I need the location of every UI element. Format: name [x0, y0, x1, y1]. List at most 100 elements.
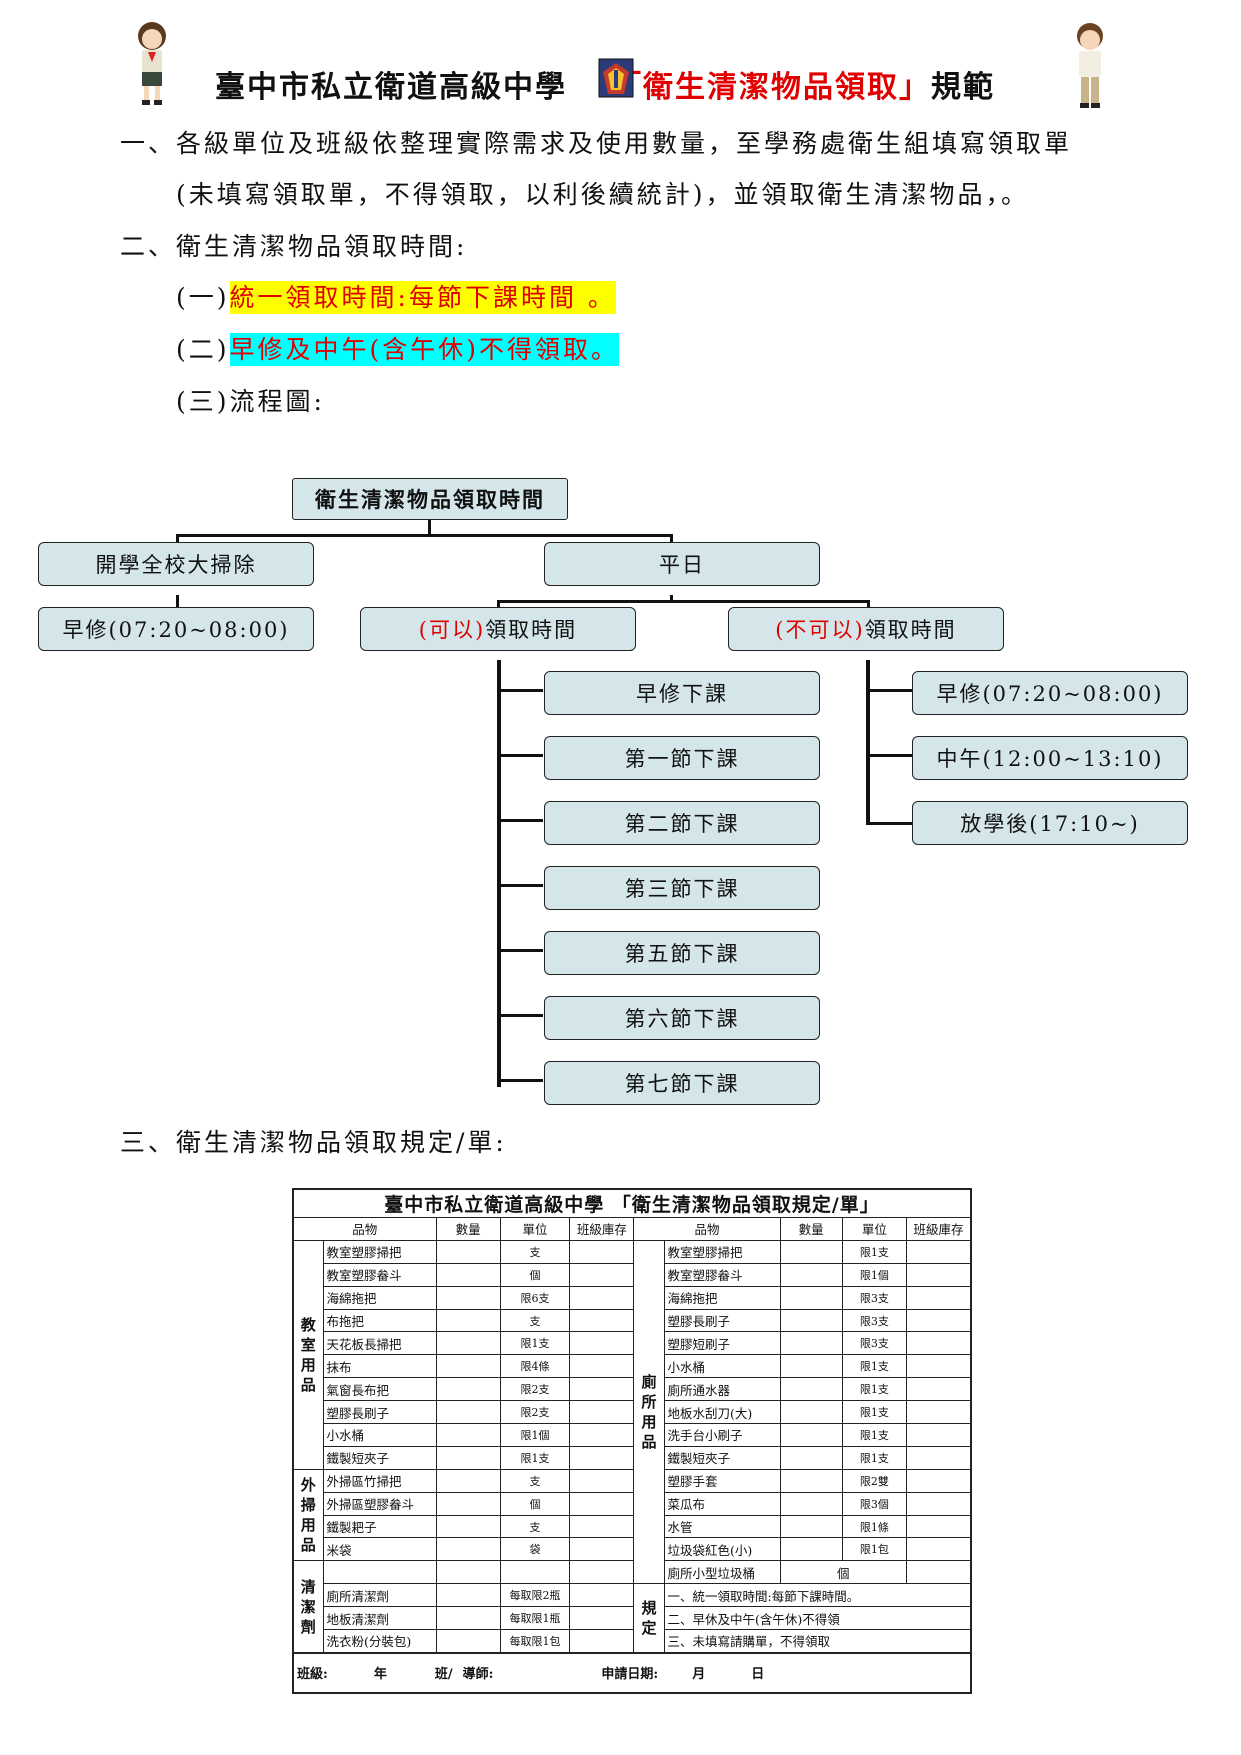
flow-branch-b: 平日 [544, 542, 820, 586]
connector [428, 517, 431, 537]
quantity-cell[interactable] [779, 1400, 843, 1425]
stock-cell[interactable] [906, 1308, 972, 1333]
quantity-cell[interactable] [779, 1285, 843, 1310]
quantity-cell[interactable] [779, 1262, 843, 1287]
quantity-cell[interactable] [435, 1377, 501, 1402]
quantity-cell[interactable] [435, 1560, 501, 1585]
stock-cell[interactable] [906, 1400, 972, 1425]
quantity-cell[interactable] [435, 1400, 501, 1425]
stock-cell[interactable] [569, 1308, 635, 1333]
stock-cell[interactable] [906, 1491, 972, 1516]
rule-text: 三、未填寫請購單，不得領取 [663, 1629, 972, 1654]
item-name: 外掃區塑膠畚斗 [322, 1491, 437, 1516]
form-row: 教室用品教室塑膠掃把支廁所用品教室塑膠掃把限1支 [292, 1239, 972, 1585]
quantity-cell[interactable] [779, 1468, 843, 1493]
quantity-cell[interactable] [435, 1537, 501, 1562]
form-row: 洗衣粉(分裝包)每取限1包三、未填寫請購單，不得領取 [293, 1629, 972, 1654]
stock-cell[interactable] [906, 1514, 972, 1539]
quantity-cell[interactable] [435, 1445, 501, 1470]
student-girl-icon [138, 22, 166, 105]
quantity-cell[interactable] [779, 1354, 843, 1379]
stock-cell[interactable] [906, 1445, 972, 1470]
stock-cell[interactable] [906, 1377, 972, 1402]
stock-cell[interactable] [569, 1606, 635, 1631]
stock-cell[interactable] [569, 1423, 635, 1447]
unit-cell: 限1支 [841, 1354, 908, 1379]
unit-cell: 每取限2瓶 [499, 1583, 571, 1608]
quantity-cell[interactable] [779, 1239, 843, 1264]
item-name: 鐵製短夾子 [663, 1445, 781, 1470]
stock-cell[interactable] [906, 1331, 972, 1356]
form-row: 地板清潔劑每取限1瓶二、早休及中午(含午休)不得領 [293, 1606, 972, 1631]
stock-cell[interactable] [569, 1239, 635, 1264]
stock-cell[interactable] [569, 1468, 635, 1493]
quantity-cell[interactable] [435, 1354, 501, 1379]
quantity-cell[interactable] [779, 1537, 843, 1562]
stock-cell[interactable] [569, 1491, 635, 1516]
stock-cell[interactable] [906, 1239, 972, 1264]
stock-cell[interactable] [569, 1354, 635, 1379]
stock-cell[interactable] [569, 1331, 635, 1356]
stock-cell[interactable] [569, 1285, 635, 1310]
stock-cell[interactable] [569, 1629, 635, 1654]
unit-cell: 限1支 [499, 1445, 571, 1470]
section2-item1: (一)統一領取時間:每節下課時間 。 [176, 281, 616, 314]
stock-cell[interactable] [906, 1354, 972, 1379]
quantity-cell[interactable] [435, 1468, 501, 1493]
connector [866, 754, 912, 757]
section3-heading: 三、衛生清潔物品領取規定/單: [120, 1128, 507, 1157]
quantity-cell[interactable] [779, 1308, 843, 1333]
item-name: 塑膠手套 [663, 1468, 781, 1493]
stock-cell[interactable] [569, 1537, 635, 1562]
category-rules: 規定 [633, 1583, 665, 1654]
quantity-cell[interactable] [435, 1262, 501, 1287]
rule-text: 二、早休及中午(含午休)不得領 [663, 1606, 972, 1631]
quantity-cell[interactable] [435, 1423, 501, 1447]
quantity-cell[interactable] [435, 1308, 501, 1333]
item-name: 廁所通水器 [663, 1377, 781, 1402]
stock-cell[interactable] [569, 1445, 635, 1470]
item-name: 地板清潔劑 [322, 1606, 437, 1631]
section2-item3: (三)流程圖: [176, 387, 325, 416]
quantity-cell[interactable] [435, 1239, 501, 1264]
stock-cell[interactable] [569, 1514, 635, 1539]
quantity-cell[interactable] [779, 1491, 843, 1516]
flow-can-item: 第三節下課 [544, 866, 820, 910]
unit-cell: 限1個 [841, 1262, 908, 1287]
unit-cell: 限3個 [841, 1491, 908, 1516]
quantity-cell[interactable] [779, 1331, 843, 1356]
quantity-cell[interactable] [779, 1514, 843, 1539]
item-name: 廁所清潔劑 [322, 1583, 437, 1608]
quantity-cell[interactable] [435, 1331, 501, 1356]
stock-cell[interactable] [569, 1560, 635, 1585]
stock-cell[interactable] [906, 1560, 972, 1585]
stock-cell[interactable] [569, 1400, 635, 1425]
quantity-cell[interactable] [435, 1285, 501, 1310]
stock-cell[interactable] [906, 1468, 972, 1493]
quantity-cell[interactable] [779, 1445, 843, 1470]
quantity-cell[interactable] [779, 1423, 843, 1447]
unit-cell: 限1包 [841, 1537, 908, 1562]
stock-cell[interactable] [569, 1377, 635, 1402]
form-row: 米袋袋垃圾袋紅色(小)限1包 [293, 1537, 972, 1562]
unit-cell: 限1支 [841, 1445, 908, 1470]
item-name: 教室塑膠掃把 [322, 1239, 437, 1264]
quantity-cell[interactable] [435, 1606, 501, 1631]
quantity-cell[interactable] [435, 1583, 501, 1608]
quantity-cell[interactable] [435, 1491, 501, 1516]
quantity-cell[interactable] [435, 1514, 501, 1539]
stock-cell[interactable] [906, 1423, 972, 1447]
unit-cell: 限2支 [499, 1377, 571, 1402]
category-outdoor: 外掃用品 [292, 1468, 324, 1562]
quantity-cell[interactable] [435, 1629, 501, 1654]
quantity-cell[interactable] [779, 1377, 843, 1402]
form-row: 海綿拖把限6支海綿拖把限3支 [293, 1285, 972, 1310]
stock-cell[interactable] [569, 1262, 635, 1287]
stock-cell[interactable] [569, 1583, 635, 1608]
stock-cell[interactable] [906, 1285, 972, 1310]
stock-cell[interactable] [906, 1262, 972, 1287]
unit-cell: 支 [499, 1239, 571, 1264]
stock-cell[interactable] [906, 1537, 972, 1562]
form-title: 臺中市私立衛道高級中學 「衛生清潔物品領取規定/單」 [292, 1188, 972, 1218]
flow-root: 衛生清潔物品領取時間 [292, 478, 568, 520]
